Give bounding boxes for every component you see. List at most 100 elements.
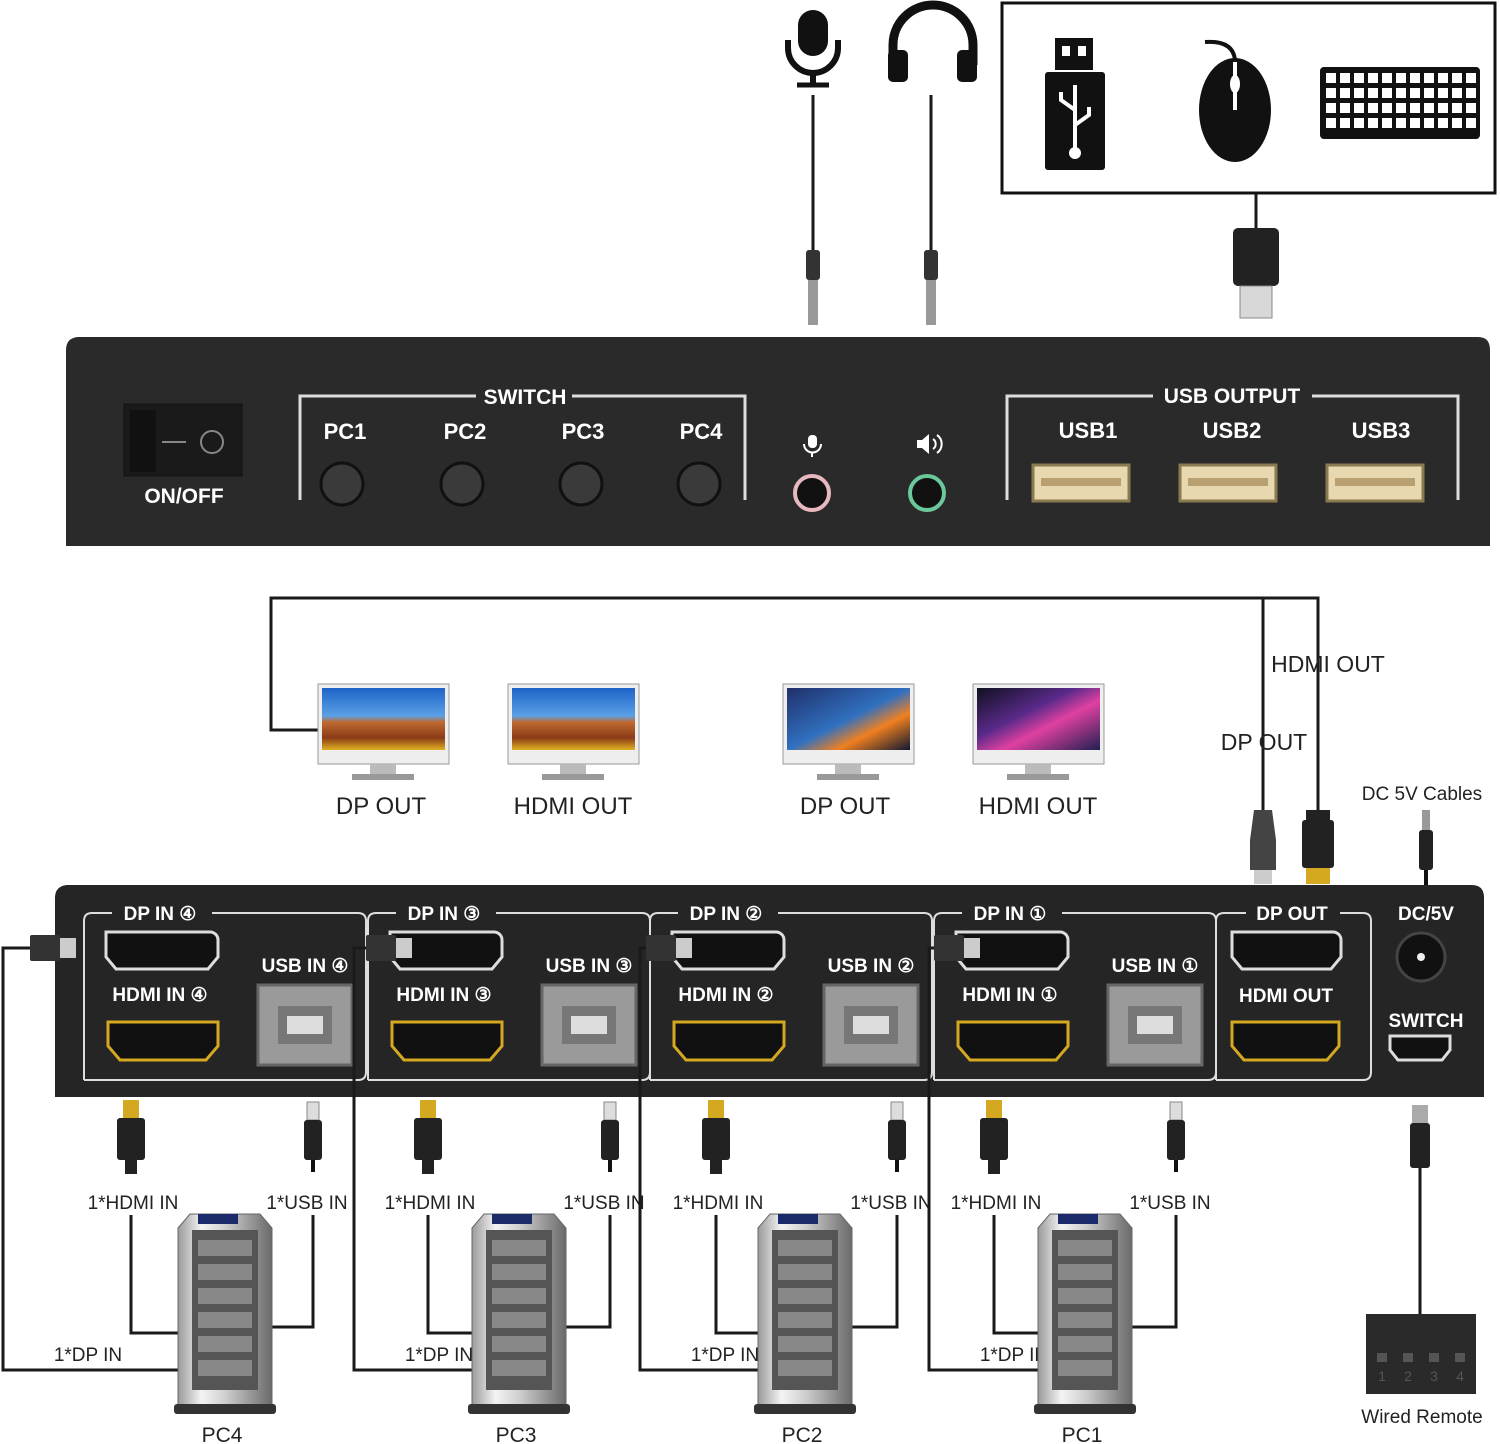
monitor-dp-1 — [317, 683, 450, 780]
remote-key[interactable] — [1403, 1353, 1413, 1362]
dp-in-label: DP IN ④ — [124, 904, 197, 925]
pc1-switch-button[interactable] — [319, 461, 365, 507]
remote-micro-usb-plug — [1410, 1105, 1430, 1315]
usb-a-port — [1325, 463, 1425, 503]
hdmi-cable-label: 1*HDMI IN — [88, 1193, 179, 1214]
pc-button-label: PC3 — [562, 419, 605, 444]
dp-cable-label: 1*DP IN — [54, 1345, 122, 1366]
micro-usb-switch-port — [1388, 1034, 1452, 1062]
dp-out-plug — [1250, 810, 1276, 884]
usb-cable-label: 1*USB IN — [1129, 1193, 1210, 1214]
input-group-1: DP IN ① HDMI IN ① USB IN ① — [933, 904, 1217, 1081]
dp-out-cable-label: DP OUT — [1221, 729, 1307, 755]
remote-key[interactable] — [1429, 1353, 1439, 1362]
wired-remote[interactable]: 1 2 3 4 — [1366, 1314, 1476, 1394]
usb-port-label: USB3 — [1352, 418, 1411, 443]
usb-in-label: USB IN ④ — [262, 956, 349, 977]
usb-cable-label: 1*USB IN — [563, 1193, 644, 1214]
hdmi-in-port — [956, 1020, 1070, 1062]
pc-1-assembly: 1*HDMI IN 1*USB IN 1*DP IN PC1 — [927, 935, 1211, 1444]
monitor-dp-2 — [782, 683, 915, 780]
pc-label: PC1 — [1062, 1424, 1103, 1444]
pc-label: PC3 — [496, 1424, 537, 1444]
hdmi-in-label: HDMI IN ③ — [396, 985, 491, 1006]
dc-port-label: DC/5V — [1398, 904, 1454, 925]
usb-cable-label: 1*USB IN — [266, 1193, 347, 1214]
input-group-2: DP IN ② HDMI IN ② USB IN ② — [649, 904, 933, 1081]
switch-port-label: SWITCH — [1389, 1011, 1464, 1032]
keyboard-icon — [1320, 67, 1480, 139]
pc3-switch-button[interactable] — [558, 461, 604, 507]
hdmi-out-cable-label: HDMI OUT — [1271, 651, 1385, 677]
usb-flash-drive-icon — [1045, 38, 1105, 170]
monitor-hdmi-2 — [972, 683, 1105, 780]
dp-in-port — [954, 930, 1070, 971]
monitor-label: HDMI OUT — [514, 793, 633, 820]
power-label: ON/OFF — [144, 485, 223, 508]
hdmi-in-label: HDMI IN ① — [962, 985, 1057, 1006]
hdmi-in-port — [390, 1020, 504, 1062]
remote-key[interactable] — [1455, 1353, 1465, 1362]
remote-key[interactable] — [1377, 1353, 1387, 1362]
hdmi-cable-label: 1*HDMI IN — [951, 1193, 1042, 1214]
hdmi-cable-label: 1*HDMI IN — [385, 1193, 476, 1214]
dc-cables-label: DC 5V Cables — [1362, 784, 1482, 805]
dp-cable-label: 1*DP IN — [405, 1345, 473, 1366]
dp-in-label: DP IN ③ — [408, 904, 481, 925]
switch-group-label: SWITCH — [484, 386, 567, 409]
dp-cable-label: 1*DP IN — [691, 1345, 759, 1366]
mic-jack-plug — [806, 250, 820, 325]
pc4-switch-button[interactable] — [676, 461, 722, 507]
mic-port — [793, 474, 831, 512]
usb-port-label: USB1 — [1059, 418, 1118, 443]
monitor-hdmi-1 — [507, 683, 640, 780]
dp-in-port — [104, 930, 220, 971]
monitor-label: DP OUT — [800, 793, 891, 820]
dp-in-port — [670, 930, 786, 971]
remote-key-label: 2 — [1404, 1368, 1412, 1384]
microphone-icon — [785, 10, 841, 88]
kvm-front-panel: ON/OFF SWITCH PC1 PC2 PC3 PC4 USB OUTPUT… — [66, 337, 1490, 546]
wired-remote-label: Wired Remote — [1361, 1407, 1482, 1428]
input-group-4: DP IN ④ HDMI IN ④ USB IN ④ — [83, 904, 367, 1081]
dp-out-port-label: DP OUT — [1256, 904, 1328, 925]
pc-button-label: PC1 — [324, 419, 367, 444]
hdmi-cable-label: 1*HDMI IN — [673, 1193, 764, 1214]
headphone-jack-plug — [924, 250, 938, 325]
pc2-switch-button[interactable] — [439, 461, 485, 507]
hdmi-in-label: HDMI IN ④ — [112, 985, 207, 1006]
usb-peripherals-box — [1000, 1, 1497, 195]
remote-key-label: 3 — [1430, 1368, 1438, 1384]
hdmi-out-port-label: HDMI OUT — [1239, 986, 1333, 1007]
usb-in-label: USB IN ② — [828, 956, 915, 977]
dp-in-label: DP IN ② — [690, 904, 763, 925]
hdmi-in-label: HDMI IN ② — [678, 985, 773, 1006]
remote-key-label: 1 — [1378, 1368, 1386, 1384]
hdmi-in-port — [106, 1020, 220, 1062]
remote-key-label: 4 — [1456, 1368, 1464, 1384]
usb-in-label: USB IN ① — [1112, 956, 1199, 977]
usb-output-label: USB OUTPUT — [1164, 385, 1301, 408]
pc-3-assembly: 1*HDMI IN 1*USB IN 1*DP IN PC3 — [352, 935, 645, 1444]
dp-in-label: DP IN ① — [974, 904, 1047, 925]
dp-cable-label: 1*DP IN — [980, 1345, 1048, 1366]
dc-plug — [1419, 810, 1433, 890]
dp-in-port — [388, 930, 504, 971]
mic-port-icon — [803, 435, 822, 457]
usb-a-port — [1031, 463, 1131, 503]
usb-port-label: USB2 — [1203, 418, 1262, 443]
pc-label: PC2 — [782, 1424, 823, 1444]
monitor-label: DP OUT — [336, 793, 427, 820]
usb-in-label: USB IN ③ — [546, 956, 633, 977]
speaker-port-icon — [917, 434, 943, 454]
hdmi-in-port — [672, 1020, 786, 1062]
usb-a-port — [1178, 463, 1278, 503]
speaker-port — [908, 474, 946, 512]
headphones-icon — [888, 0, 978, 82]
kvm-rear-panel: DP IN ④ HDMI IN ④ USB IN ④ DP IN ③ HDMI IN ③… — [55, 885, 1484, 1097]
pc-button-label: PC2 — [444, 419, 487, 444]
hdmi-out-plug — [1302, 810, 1334, 884]
